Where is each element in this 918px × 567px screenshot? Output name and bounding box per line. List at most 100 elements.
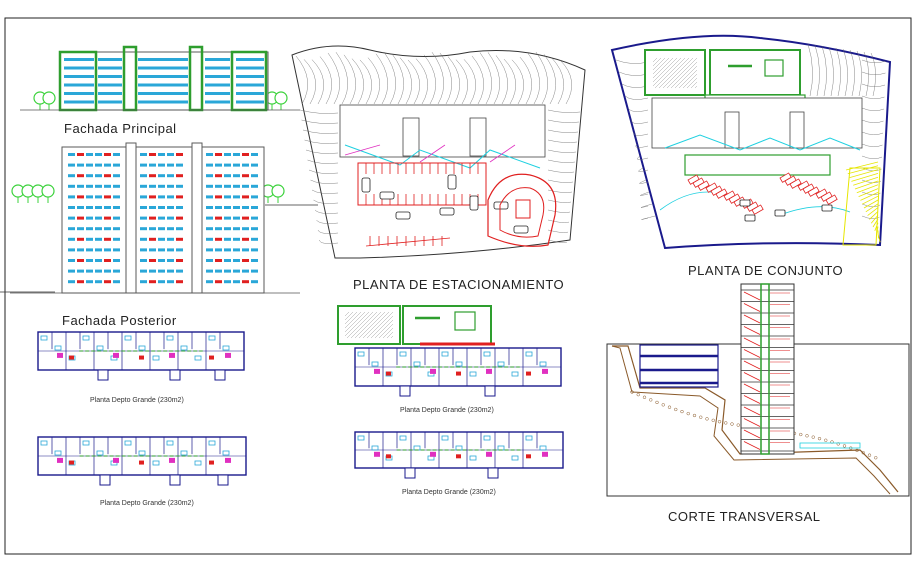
furniture bbox=[441, 435, 449, 441]
window bbox=[242, 237, 249, 241]
furniture bbox=[96, 345, 104, 351]
window bbox=[176, 153, 183, 156]
window bbox=[205, 100, 230, 104]
window bbox=[104, 174, 111, 178]
window bbox=[167, 184, 174, 188]
car bbox=[821, 204, 833, 212]
window bbox=[224, 248, 231, 252]
furniture bbox=[525, 351, 533, 357]
window bbox=[104, 163, 111, 167]
stall bbox=[825, 194, 838, 205]
depto-plan-3 bbox=[354, 347, 562, 397]
furniture bbox=[194, 460, 202, 466]
furniture bbox=[413, 361, 421, 367]
stair-core bbox=[99, 474, 111, 486]
window bbox=[158, 259, 165, 262]
window bbox=[140, 237, 147, 241]
window bbox=[86, 269, 93, 273]
window bbox=[98, 58, 122, 61]
window bbox=[206, 269, 213, 273]
window bbox=[176, 163, 183, 167]
furniture bbox=[54, 450, 62, 456]
furniture bbox=[152, 355, 160, 361]
window bbox=[77, 280, 84, 284]
window bbox=[68, 237, 75, 241]
window bbox=[149, 174, 156, 178]
car bbox=[774, 209, 786, 217]
window bbox=[68, 163, 75, 167]
window bbox=[113, 163, 120, 167]
window bbox=[140, 174, 147, 178]
trees-right bbox=[265, 91, 288, 110]
window bbox=[86, 174, 93, 178]
window bbox=[138, 92, 188, 95]
window bbox=[149, 195, 156, 199]
window bbox=[140, 195, 147, 199]
fixture bbox=[57, 457, 63, 463]
window bbox=[64, 58, 94, 61]
window bbox=[86, 206, 93, 209]
furniture bbox=[138, 345, 146, 351]
window bbox=[242, 216, 249, 220]
window bbox=[158, 184, 165, 188]
window bbox=[140, 227, 147, 231]
window bbox=[233, 216, 240, 220]
window bbox=[233, 259, 240, 262]
label-depto-3: Planta Depto Grande (230m2) bbox=[400, 407, 494, 414]
contour-lines bbox=[295, 51, 581, 244]
window bbox=[113, 184, 120, 188]
window bbox=[140, 259, 147, 262]
facade-windows bbox=[68, 153, 258, 284]
window bbox=[236, 83, 264, 87]
label-corte-transversal: CORTE TRANSVERSAL bbox=[668, 509, 821, 524]
court-hatch bbox=[652, 57, 698, 89]
window bbox=[68, 206, 75, 209]
fixture bbox=[225, 352, 231, 358]
window bbox=[68, 174, 75, 178]
window bbox=[104, 195, 111, 199]
window bbox=[167, 269, 174, 273]
fixture bbox=[139, 355, 144, 360]
hatched-area bbox=[842, 161, 881, 246]
planta-estacionamiento-drawing bbox=[291, 45, 586, 259]
label-planta-estacionamiento: PLANTA DE ESTACIONAMIENTO bbox=[353, 277, 565, 292]
window bbox=[167, 174, 174, 178]
window bbox=[176, 206, 183, 209]
window bbox=[205, 75, 230, 78]
furniture bbox=[483, 351, 491, 357]
window bbox=[206, 153, 213, 156]
window bbox=[113, 206, 120, 209]
window bbox=[236, 66, 264, 70]
stall bbox=[715, 188, 728, 199]
window bbox=[77, 227, 84, 231]
stair-core bbox=[169, 474, 181, 486]
window bbox=[104, 227, 111, 231]
window bbox=[64, 75, 94, 78]
window bbox=[149, 206, 156, 209]
stair-core bbox=[404, 467, 416, 479]
window bbox=[206, 174, 213, 178]
window bbox=[86, 153, 93, 156]
window bbox=[215, 163, 222, 167]
window bbox=[113, 269, 120, 273]
window bbox=[206, 195, 213, 199]
window bbox=[149, 153, 156, 156]
window bbox=[95, 280, 102, 284]
depto-plan-2 bbox=[37, 436, 247, 486]
window bbox=[251, 269, 258, 273]
trees-left bbox=[33, 91, 56, 110]
window bbox=[224, 216, 231, 220]
window bbox=[98, 92, 122, 95]
window bbox=[104, 259, 111, 262]
window bbox=[138, 75, 188, 78]
car bbox=[395, 211, 411, 220]
window bbox=[167, 153, 174, 156]
window bbox=[86, 163, 93, 167]
window bbox=[77, 269, 84, 273]
window bbox=[77, 195, 84, 199]
window bbox=[242, 248, 249, 252]
window bbox=[205, 83, 230, 87]
tree bbox=[274, 91, 288, 105]
window bbox=[104, 248, 111, 252]
